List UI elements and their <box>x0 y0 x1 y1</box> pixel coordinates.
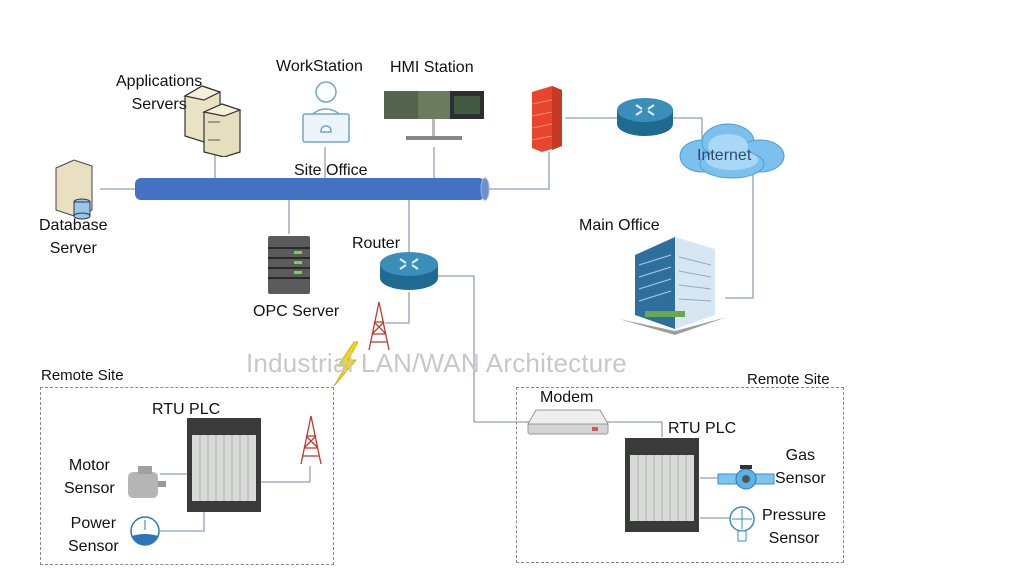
lan-bus <box>135 177 490 201</box>
label-line: Servers <box>131 96 187 113</box>
applications-servers-label: Applications Servers <box>116 70 202 116</box>
hmi-station-label: HMI Station <box>390 59 474 76</box>
label-line: Sensor <box>64 480 115 497</box>
wire-power <box>160 512 205 532</box>
remote-site-left-box <box>40 387 334 565</box>
main-office-label: Main Office <box>579 217 660 234</box>
lightning-icon <box>333 341 359 387</box>
modem-icon <box>527 409 609 435</box>
wire-internet-mainoffice <box>725 170 754 299</box>
internet-label: Internet <box>697 147 752 164</box>
opc-server-icon <box>268 236 310 294</box>
router-label: Router <box>352 235 401 252</box>
rtu-plc-right-icon <box>625 438 699 532</box>
wire-router-tower <box>385 292 410 324</box>
label-line: Sensor <box>768 530 820 547</box>
remote-site-left-label: Remote Site <box>41 367 124 384</box>
label-line: Applications <box>116 73 203 90</box>
gas-flow-meter-icon <box>717 465 775 490</box>
database-server-icon <box>55 159 93 220</box>
label-line: Sensor <box>68 538 119 555</box>
workstation-icon <box>302 81 350 143</box>
wire-router-modem <box>437 275 530 423</box>
diagram-title: Industrial LAN/WAN Architecture <box>246 348 627 378</box>
wire-left-tower <box>260 466 311 483</box>
wan-router-icon <box>617 98 673 136</box>
wire-router-internet <box>672 117 703 140</box>
hmi-station-icon <box>384 91 484 140</box>
firewall-icon <box>531 86 562 152</box>
gas-sensor-label: Gas Sensor <box>775 444 826 490</box>
pressure-gauge-icon <box>729 506 755 542</box>
internet-cloud-icon <box>679 123 785 179</box>
label-line: Power <box>70 515 117 532</box>
opc-server-label: OPC Server <box>253 303 340 320</box>
rtu-plc-right-label: RTU PLC <box>668 420 737 437</box>
rtu-plc-left-icon <box>187 418 261 512</box>
remote-site-right-box <box>516 387 844 563</box>
power-sensor-label: Power Sensor <box>68 512 119 558</box>
main-office-building-icon <box>619 237 727 335</box>
label-line: Gas <box>785 447 816 464</box>
remote-site-right-label: Remote Site <box>747 371 830 388</box>
label-line: Server <box>49 240 97 257</box>
wire-modem-rtu <box>602 421 663 437</box>
label-line: Pressure <box>762 507 827 524</box>
power-gauge-icon <box>130 516 160 546</box>
modem-label: Modem <box>540 389 594 406</box>
radio-tower-icon <box>368 301 390 351</box>
workstation-label: WorkStation <box>276 58 363 75</box>
wire-firewall <box>489 152 550 190</box>
label-line: Database <box>39 217 108 234</box>
label-line: Sensor <box>775 470 826 487</box>
left-radio-tower-icon <box>300 415 322 465</box>
site-office-label: Site Office <box>294 162 368 179</box>
database-server-label: Database Server <box>39 214 108 260</box>
motor-icon <box>128 466 166 498</box>
router-icon <box>380 252 438 290</box>
label-line: Motor <box>68 457 110 474</box>
pressure-sensor-label: Pressure Sensor <box>762 504 826 550</box>
rtu-plc-left-label: RTU PLC <box>152 401 221 418</box>
motor-sensor-label: Motor Sensor <box>64 454 115 500</box>
applications-servers-icon <box>183 85 242 157</box>
